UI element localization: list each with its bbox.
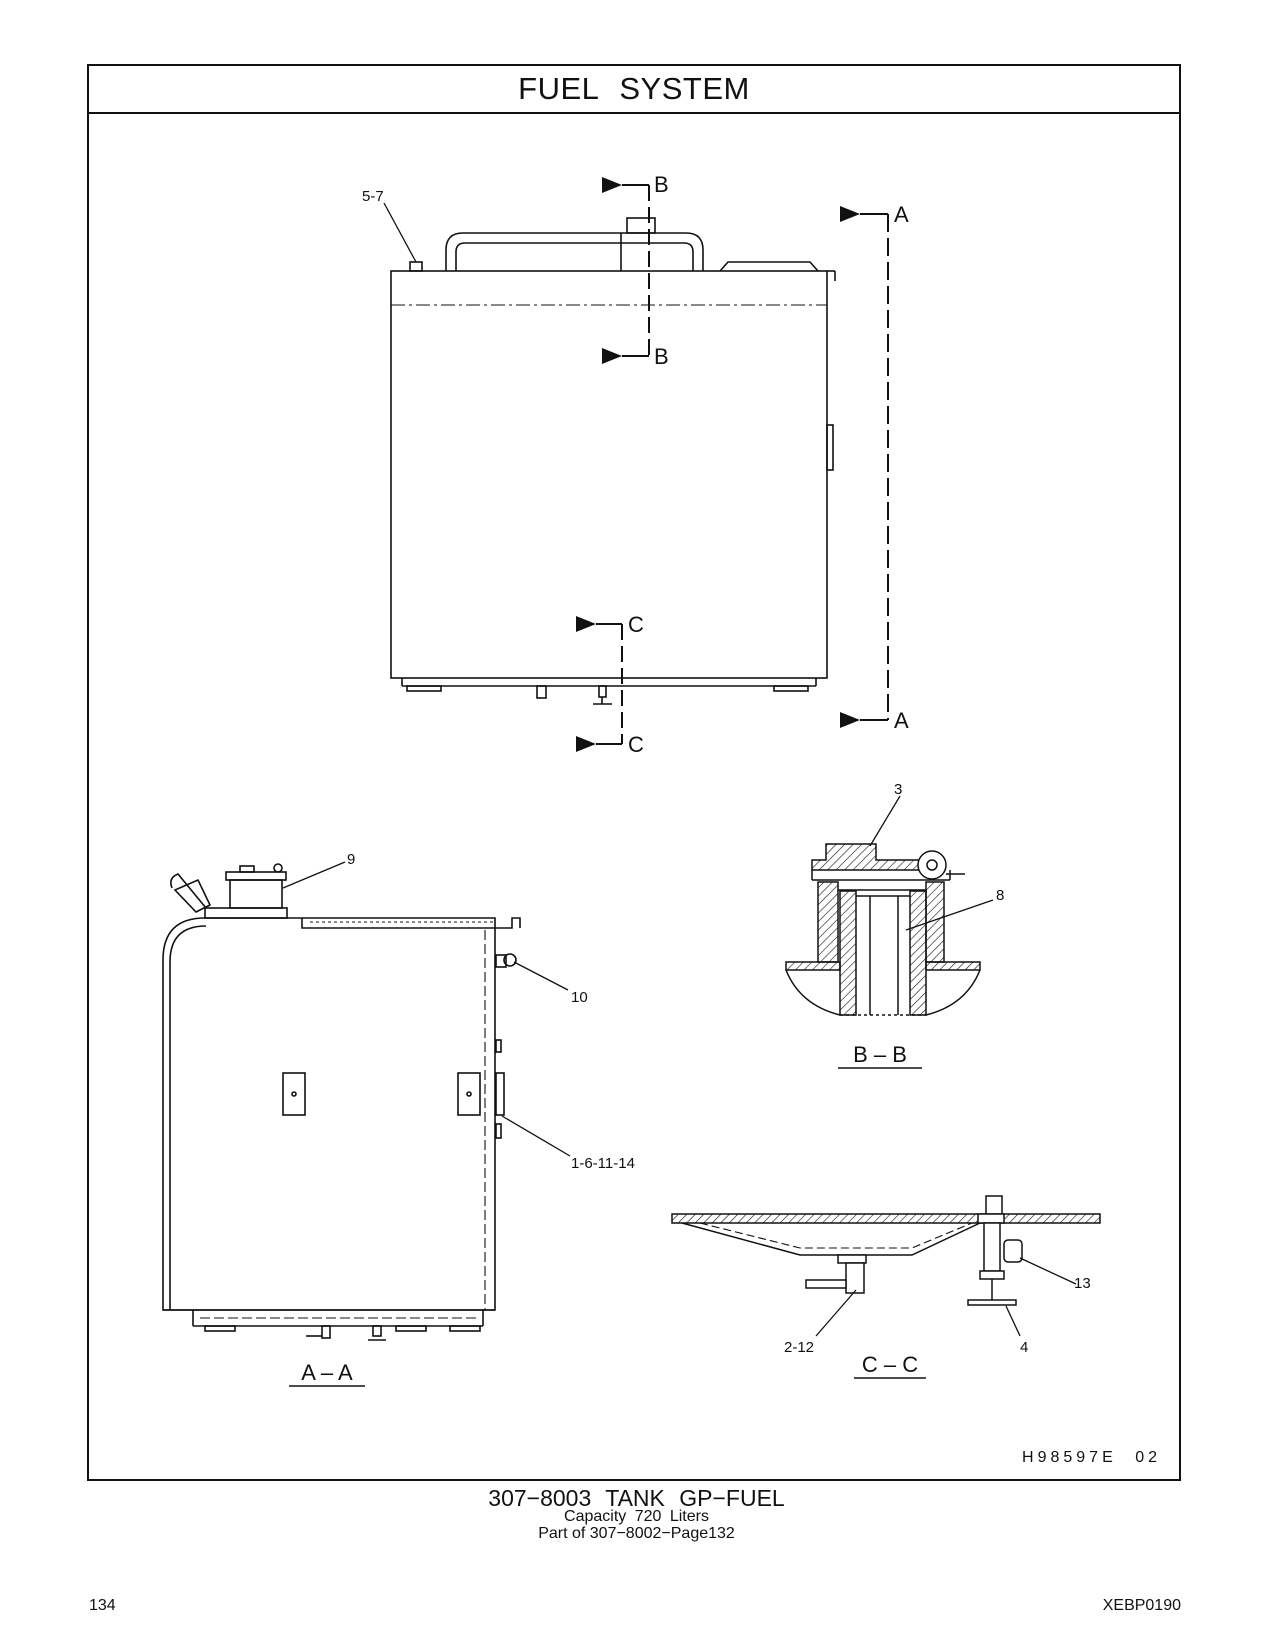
part-of-note: Part of 307−8002−Page132	[538, 1525, 735, 1542]
callout-2-12: 2-12	[784, 1289, 857, 1356]
svg-text:2-12: 2-12	[784, 1339, 814, 1356]
svg-text:13: 13	[1074, 1275, 1091, 1292]
svg-text:5-7: 5-7	[362, 188, 384, 205]
section-mark-labels: B B A A C C	[628, 172, 909, 757]
svg-text:3: 3	[894, 781, 902, 798]
part-title: 307−8003 TANK GP−FUEL	[488, 1485, 785, 1511]
view-label-c-c: C – C	[854, 1352, 926, 1379]
section-cut-lines	[576, 177, 889, 752]
svg-text:B – B: B – B	[853, 1042, 907, 1067]
svg-text:A – A: A – A	[301, 1360, 353, 1385]
tank-front-view	[390, 217, 836, 705]
drawing-number: H98597E 02	[1022, 1449, 1161, 1466]
section-mark-b-bottom: B	[654, 344, 669, 369]
svg-text:1-6-11-14: 1-6-11-14	[571, 1155, 635, 1172]
callout-3: 3	[869, 781, 902, 847]
filler-neck	[229, 879, 283, 909]
callout-5-7: 5-7	[362, 188, 417, 263]
section-mark-c-bottom: C	[628, 732, 644, 757]
svg-text:9: 9	[347, 851, 355, 868]
filler-neck-base	[204, 907, 288, 919]
callout-9: 9	[282, 851, 355, 889]
callout-4: 4	[1005, 1305, 1028, 1356]
view-label-b-b: B – B	[838, 1042, 922, 1069]
page-title: FUEL SYSTEM	[89, 66, 1179, 114]
callout-13: 13	[1019, 1257, 1091, 1292]
tank-handle	[445, 232, 704, 271]
svg-text:10: 10	[571, 989, 588, 1006]
tank-side-body	[162, 917, 496, 1311]
section-a-a-view	[162, 863, 521, 1341]
callout-1-6-11-14: 1-6-11-14	[501, 1115, 635, 1172]
section-mark-b-top: B	[654, 172, 669, 197]
breather-handle	[173, 878, 212, 913]
document-id: XEBP0190	[1102, 1597, 1181, 1614]
section-mark-a-top: A	[894, 202, 909, 227]
page-number: 134	[89, 1597, 116, 1614]
filler-cap-plate	[719, 261, 819, 272]
svg-text:8: 8	[996, 887, 1004, 904]
tank-body	[390, 270, 828, 679]
svg-text:4: 4	[1020, 1339, 1028, 1356]
vent-fitting	[409, 261, 423, 272]
capacity-note: Capacity 720 Liters	[564, 1508, 709, 1525]
section-mark-a-bottom: A	[894, 708, 909, 733]
section-c-c-view	[671, 1195, 1101, 1306]
section-b-b-view	[785, 843, 981, 1016]
svg-text:C – C: C – C	[862, 1352, 918, 1377]
view-label-a-a: A – A	[289, 1360, 365, 1387]
drawing-frame: FUEL SYSTEM H98597E 02	[87, 64, 1181, 1481]
section-mark-c-top: C	[628, 612, 644, 637]
callout-8: 8	[905, 887, 1004, 931]
drain-fitting	[536, 685, 547, 699]
callout-10: 10	[513, 961, 588, 1006]
